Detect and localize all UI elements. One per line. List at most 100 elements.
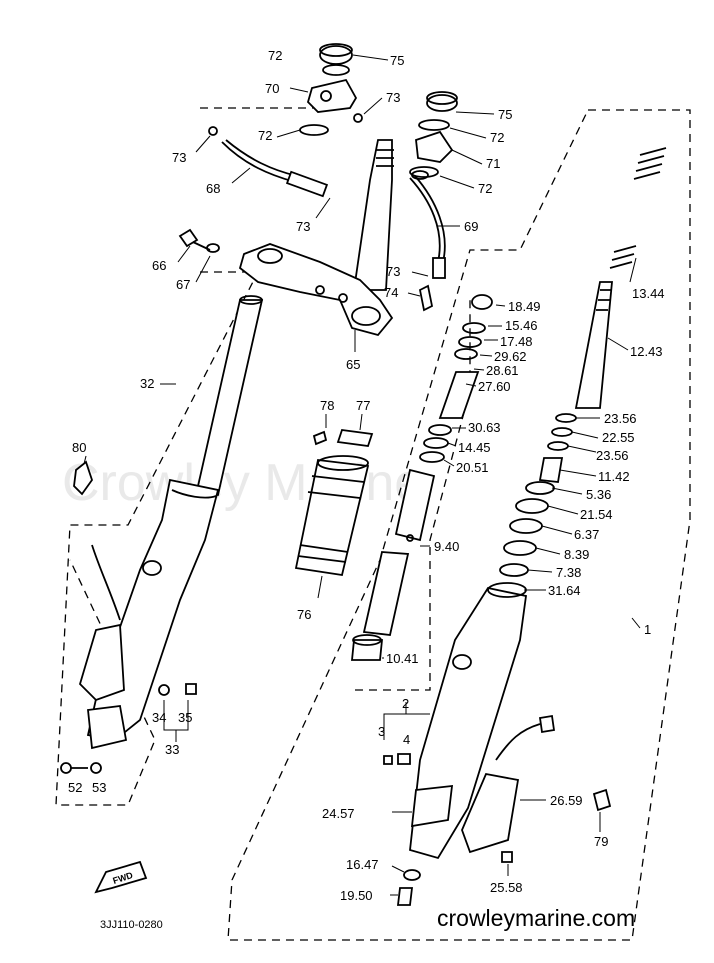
right-fork-group-outline <box>227 109 691 941</box>
o-ring-73-small <box>208 126 218 136</box>
callout-77: 77 <box>356 398 370 413</box>
callout-18: 18.49 <box>508 299 541 314</box>
lower-clamp-bolt <box>315 285 325 295</box>
left-caliper-mount <box>78 623 125 702</box>
brake-hoses <box>221 139 446 312</box>
callout-78: 78 <box>320 398 334 413</box>
damper-rod-coils <box>596 289 612 311</box>
left-fork-assembly <box>60 295 264 774</box>
bushing-10-top <box>352 634 382 646</box>
right-fork-internals <box>499 147 667 577</box>
boot-top <box>317 455 369 471</box>
callout-33: 33 <box>165 742 179 757</box>
ring-22 <box>551 427 573 437</box>
callout-2: 2 <box>402 696 409 711</box>
callout-79: 79 <box>594 834 608 849</box>
hose-69-edge <box>414 175 446 263</box>
bolt-19 <box>396 887 414 906</box>
ring-23-b <box>547 441 569 451</box>
right-fork-foot <box>410 784 454 828</box>
top-cap-nut-right-face <box>426 91 458 105</box>
callout-75-a: 75 <box>390 53 404 68</box>
lower-clamp-hole-left <box>257 248 283 264</box>
screw-78 <box>312 430 328 446</box>
callout-52: 52 <box>68 780 82 795</box>
washer-34 <box>158 684 170 696</box>
callout-72-b: 72 <box>258 128 272 143</box>
callout-70: 70 <box>265 81 279 96</box>
callout-13: 13.44 <box>632 286 665 301</box>
hose-68-fitting <box>285 170 329 198</box>
website-label: crowleymarine.com <box>437 905 635 931</box>
left-outer-tube-seal <box>171 489 217 499</box>
boot-clamp-77 <box>336 429 374 447</box>
leader-lines <box>83 54 641 896</box>
steering-stem-shaft <box>352 139 393 291</box>
callout-21: 21.54 <box>580 507 613 522</box>
bushing-7 <box>499 563 529 577</box>
lower-clamp-bolt-b <box>338 293 348 303</box>
left-axle-boss <box>142 560 162 576</box>
washer-4 <box>397 753 411 765</box>
top-cap-nut <box>319 45 353 65</box>
fwd-arrow-shape <box>94 860 148 894</box>
screw-3 <box>383 755 393 765</box>
clip-79 <box>592 788 612 812</box>
spring-13 <box>609 245 637 269</box>
hose-69 <box>409 177 441 263</box>
callout-28: 28.61 <box>486 363 519 378</box>
callout-66: 66 <box>152 258 166 273</box>
callout-72-a: 72 <box>268 48 282 63</box>
left-inner-tube-top <box>239 295 263 305</box>
right-fork-outer <box>383 582 612 906</box>
part-callouts: 72 75 70 73 72 73 68 73 75 72 71 72 69 7… <box>68 48 665 903</box>
callout-12: 12.43 <box>630 344 663 359</box>
top-cap-nut-face <box>319 43 353 57</box>
ring-29 <box>454 348 478 360</box>
piece-11 <box>538 457 564 483</box>
sensor-26 <box>461 772 520 854</box>
callout-8: 8.39 <box>564 547 589 562</box>
top-cap-nut-right <box>426 94 458 112</box>
damper-rod-12 <box>574 281 613 409</box>
inner-parts-group-outline <box>355 300 471 691</box>
callout-16: 16.47 <box>346 857 379 872</box>
cap-18 <box>471 294 493 310</box>
callout-5: 5.36 <box>586 487 611 502</box>
watermark: Crowley Marine <box>62 454 423 512</box>
forward-direction-arrow: FWD <box>94 860 148 894</box>
callout-75-b: 75 <box>498 107 512 122</box>
clamp-bolt-hole <box>320 90 332 102</box>
callout-20: 20.51 <box>456 460 489 475</box>
callout-29: 29.62 <box>494 349 527 364</box>
callout-1: 1 <box>644 622 651 637</box>
callout-9: 9.40 <box>434 539 459 554</box>
callout-76: 76 <box>297 607 311 622</box>
o-ring-72 <box>299 124 329 136</box>
lower-clamp-hole-right <box>351 306 381 326</box>
left-fork-foot <box>87 705 128 750</box>
callout-35: 35 <box>178 710 192 725</box>
callout-74: 74 <box>384 285 398 300</box>
callout-26: 26.59 <box>550 793 583 808</box>
bolt-25 <box>501 851 513 863</box>
left-outer-tube <box>86 478 220 741</box>
callout-15: 15.46 <box>505 318 538 333</box>
callout-71: 71 <box>486 156 500 171</box>
damper-parts <box>351 294 493 661</box>
sensor-wire <box>495 723 541 761</box>
ring-20 <box>419 451 445 463</box>
callout-25: 25.58 <box>490 880 523 895</box>
upper-washer <box>322 64 350 76</box>
callout-3: 3 <box>378 724 385 739</box>
upper-clamp-71 <box>415 130 454 163</box>
fitting-74 <box>418 284 434 312</box>
callout-22: 22.55 <box>602 430 635 445</box>
callout-73-c: 73 <box>296 219 310 234</box>
callout-69: 69 <box>464 219 478 234</box>
callout-31: 31.64 <box>548 583 581 598</box>
ring-17 <box>458 336 482 348</box>
callout-24: 24.57 <box>322 806 355 821</box>
bolt-35 <box>185 683 197 695</box>
